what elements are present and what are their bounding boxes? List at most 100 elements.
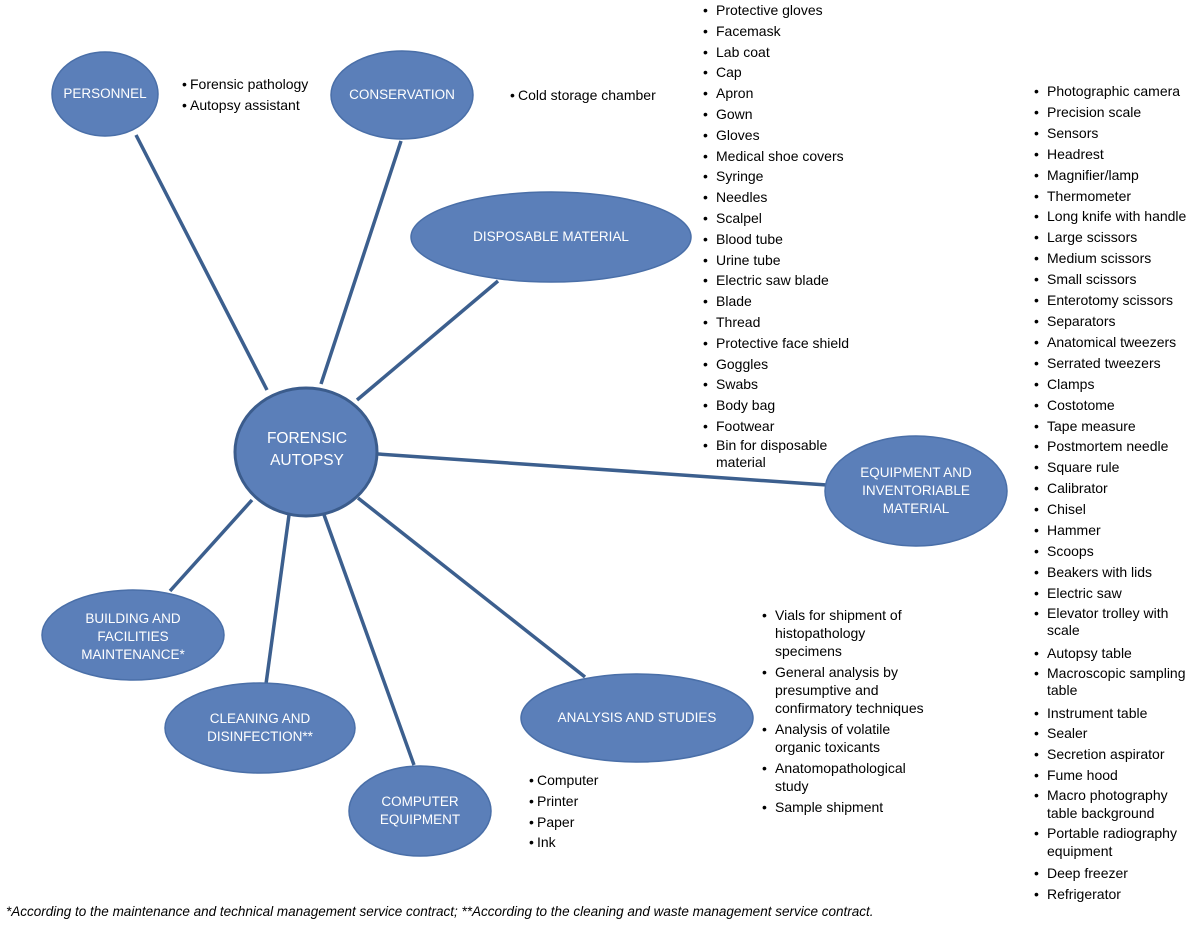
analysis-list-item: Anatomopathological study: [762, 759, 924, 795]
disposable-list-item: Body bag: [703, 395, 871, 416]
disposable-list-item: Apron: [703, 83, 871, 104]
disposable-list-item: Cap: [703, 62, 871, 83]
conservation-list: Cold storage chamber: [510, 85, 680, 106]
node-disposable: [410, 191, 692, 283]
equipment-list-item: Sensors: [1034, 123, 1196, 144]
connector-equipment: [377, 452, 828, 487]
analysis-label: ANALYSIS AND STUDIES: [557, 710, 717, 725]
equipment-list-item: Thermometer: [1034, 186, 1196, 207]
disposable-list-item: Blade: [703, 291, 871, 312]
disposable-list-item: Syringe: [703, 166, 871, 187]
equipment-list-item: Portable radiography equipment: [1034, 825, 1196, 860]
computer-list-item: Computer: [529, 770, 649, 791]
equipment-list-item: Tape measure: [1034, 416, 1196, 437]
equipment-list-item: Clamps: [1034, 374, 1196, 395]
disposable-list-item: Blood tube: [703, 229, 871, 250]
center-label: FORENSIC AUTOPSY: [266, 430, 348, 469]
equipment-list-item: Small scissors: [1034, 269, 1196, 290]
equipment-list-item: Macro photography table background: [1034, 787, 1196, 822]
equipment-list-item: Fume hood: [1034, 765, 1196, 786]
equipment-list-item: Refrigerator: [1034, 884, 1196, 905]
computer-list-item: Printer: [529, 791, 649, 812]
node-personnel: [51, 51, 159, 137]
equipment-list-item: Postmortem needle: [1034, 436, 1196, 457]
equipment-list-item: Serrated tweezers: [1034, 353, 1196, 374]
conservation-label: CONSERVATION: [349, 87, 455, 102]
connector-personnel: [134, 134, 269, 391]
disposable-list-item: Facemask: [703, 21, 871, 42]
connector-building: [168, 498, 254, 593]
analysis-list-item: General analysis by presumptive and conf…: [762, 663, 924, 717]
equipment-list-item: Costotome: [1034, 395, 1196, 416]
analysis-list-item: Vials for shipment of histopathology spe…: [762, 606, 924, 660]
equipment-list-item: Hammer: [1034, 520, 1196, 541]
computer-equipment-list: ComputerPrinterPaperInk: [529, 770, 649, 853]
analysis-list: Vials for shipment of histopathology spe…: [762, 606, 924, 819]
equipment-list-item: Autopsy table: [1034, 643, 1196, 664]
personnel-list: Forensic pathologyAutopsy assistant: [182, 74, 352, 116]
personnel-list-item: Autopsy assistant: [182, 95, 352, 116]
disposable-list-item: Medical shoe covers: [703, 146, 871, 167]
disposable-list-item: Footwear: [703, 416, 871, 437]
equipment-list-item: Medium scissors: [1034, 248, 1196, 269]
equipment-list-item: Anatomical tweezers: [1034, 332, 1196, 353]
connector-cleaning: [264, 514, 291, 685]
computer-label: COMPUTER EQUIPMENT: [379, 794, 461, 827]
disposable-list-item: Protective face shield: [703, 333, 871, 354]
disposable-list-item: Gloves: [703, 125, 871, 146]
computer-list-item: Ink: [529, 832, 649, 853]
disposable-list-item: Bin for disposable material: [703, 437, 871, 472]
disposable-list-item: Scalpel: [703, 208, 871, 229]
node-analysis: [520, 673, 754, 763]
equipment-list-item: Enterotomy scissors: [1034, 290, 1196, 311]
equipment-list-item: Elevator trolley with scale: [1034, 605, 1196, 640]
disposable-list-item: Protective gloves: [703, 0, 871, 21]
equipment-list-item: Sealer: [1034, 723, 1196, 744]
personnel-label: PERSONNEL: [63, 86, 147, 101]
disposable-list-item: Thread: [703, 312, 871, 333]
equipment-list-item: Secretion aspirator: [1034, 744, 1196, 765]
node-cleaning: [164, 682, 356, 774]
equipment-list-item: Long knife with handle: [1034, 206, 1196, 227]
disposable-list-item: Swabs: [703, 374, 871, 395]
building-label: BUILDING AND FACILITIES MAINTENANCE*: [81, 611, 185, 662]
equipment-list-item: Deep freezer: [1034, 863, 1196, 884]
personnel-list-item: Forensic pathology: [182, 74, 352, 95]
analysis-list-item: Sample shipment: [762, 798, 924, 816]
equipment-list-item: Photographic camera: [1034, 81, 1196, 102]
disposable-list-item: Needles: [703, 187, 871, 208]
equipment-list-item: Square rule: [1034, 457, 1196, 478]
disposable-label: DISPOSABLE MATERIAL: [473, 229, 629, 244]
connector-disposable: [355, 279, 500, 402]
footnote: *According to the maintenance and techni…: [6, 904, 874, 919]
equipment-list-item: Large scissors: [1034, 227, 1196, 248]
connector-conservation: [319, 140, 403, 385]
equipment-list-item: Calibrator: [1034, 478, 1196, 499]
connector-analysis: [356, 496, 587, 679]
node-center: [233, 386, 379, 518]
equipment-label: EQUIPMENT AND INVENTORIABLE MATERIAL: [860, 465, 972, 516]
equipment-list-item: Beakers with lids: [1034, 562, 1196, 583]
disposable-list-item: Gown: [703, 104, 871, 125]
equipment-list-item: Separators: [1034, 311, 1196, 332]
equipment-list-item: Precision scale: [1034, 102, 1196, 123]
conservation-list-item: Cold storage chamber: [510, 85, 680, 106]
equipment-list-item: Scoops: [1034, 541, 1196, 562]
equipment-list-item: Macroscopic sampling table: [1034, 665, 1196, 700]
equipment-list-item: Headrest: [1034, 144, 1196, 165]
disposable-list-item: Goggles: [703, 354, 871, 375]
connector-computer: [321, 511, 416, 766]
node-computer: [348, 765, 492, 857]
equipment-list: Photographic cameraPrecision scaleSensor…: [1034, 81, 1196, 905]
disposable-material-list: Protective glovesFacemaskLab coatCapApro…: [703, 0, 871, 472]
computer-list-item: Paper: [529, 812, 649, 833]
equipment-list-item: Magnifier/lamp: [1034, 165, 1196, 186]
node-building: [41, 589, 225, 681]
analysis-list-item: Analysis of volatile organic toxicants: [762, 720, 924, 756]
equipment-list-item: Electric saw: [1034, 583, 1196, 604]
cleaning-label: CLEANING AND DISINFECTION**: [207, 711, 313, 744]
disposable-list-item: Urine tube: [703, 250, 871, 271]
disposable-list-item: Lab coat: [703, 42, 871, 63]
disposable-list-item: Electric saw blade: [703, 270, 871, 291]
equipment-list-item: Instrument table: [1034, 703, 1196, 724]
